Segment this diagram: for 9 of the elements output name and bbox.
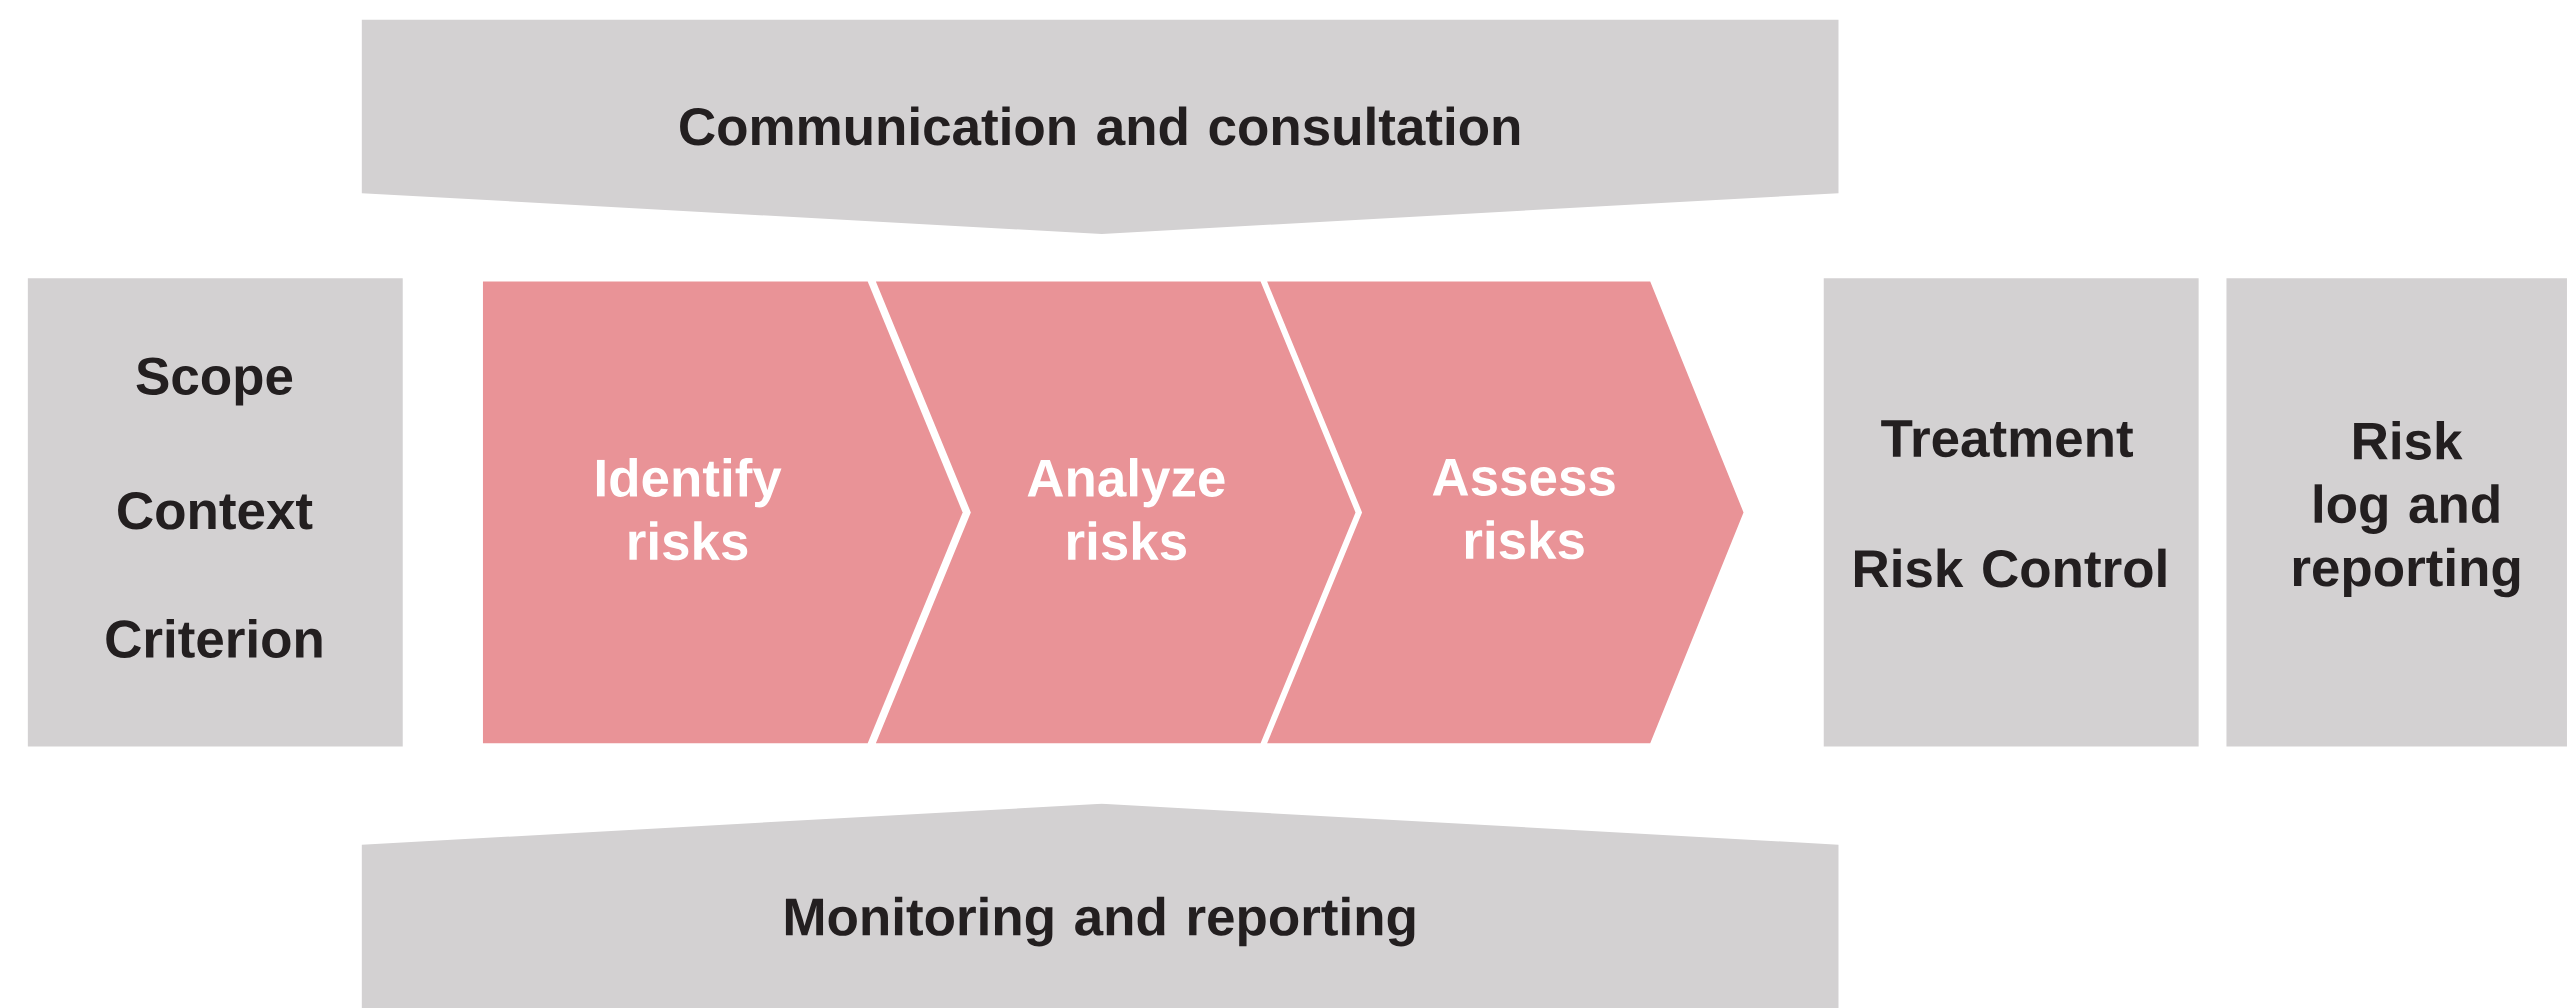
node-label: Identify risks xyxy=(596,457,782,561)
reporting-box: Risk log and reporting xyxy=(2226,278,2567,747)
process-step: Assess risks xyxy=(1267,281,1744,743)
node-label: Analyze risks xyxy=(1027,457,1225,561)
process-step: Analyze risks xyxy=(875,281,1356,743)
treatment-box: Treatment Risk Control xyxy=(1823,278,2199,747)
context-box: Scope Context Criterion xyxy=(27,278,403,747)
node-label: Assess risks xyxy=(1432,458,1615,560)
process-step: Identify risks xyxy=(482,281,963,743)
